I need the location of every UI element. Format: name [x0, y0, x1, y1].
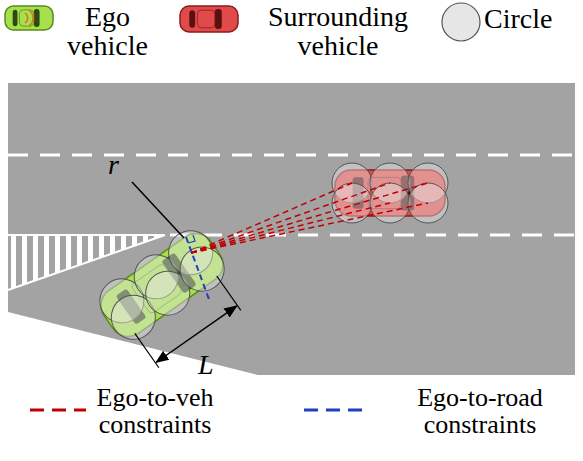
ego-to-veh-line: [191, 203, 428, 253]
rear-window: [13, 10, 18, 26]
legend-text: Circle: [484, 4, 552, 33]
car-roof: [19, 10, 33, 26]
extension-line: [217, 276, 241, 310]
windshield: [34, 9, 40, 27]
hatch-edge: [8, 234, 165, 236]
leader-line: [132, 182, 184, 238]
road-surface: [8, 83, 575, 375]
dashed-line-sample: [304, 409, 366, 412]
legend-sample: [178, 3, 240, 35]
lane-marking: [8, 154, 575, 157]
ego-to-veh-line: [191, 183, 428, 253]
legend-text: Ego vehicle: [50, 2, 165, 61]
symbol-label: r: [108, 150, 119, 179]
dashed-line-sample: [30, 409, 86, 412]
car-body: [180, 6, 238, 32]
car-roof: [197, 10, 214, 28]
legend-sample: [3, 3, 55, 33]
legend-text: Ego-to-road constraints: [385, 384, 575, 439]
symbol-label: L: [198, 350, 214, 379]
ego-to-road-line: [186, 237, 210, 302]
legend-sample: [302, 404, 368, 416]
right-angle-mark: [188, 235, 195, 243]
windshield: [215, 9, 222, 29]
surrounding-vehicle: [332, 163, 448, 223]
legend-text: Ego-to-veh constraints: [70, 384, 240, 439]
legend-sample: [28, 404, 88, 416]
legend-sample: [440, 1, 482, 43]
car-body: [5, 6, 53, 30]
sensor-waves: [25, 10, 33, 26]
circle-symbol: [442, 3, 480, 41]
extension-line: [135, 333, 159, 367]
legend-text: Surrounding vehicle: [238, 2, 438, 61]
ego-to-veh-line: [191, 203, 390, 253]
rear-window: [189, 10, 195, 28]
constraint-lines: [186, 183, 428, 302]
ego-vehicle: [90, 222, 253, 377]
dimension-line: [156, 306, 236, 362]
